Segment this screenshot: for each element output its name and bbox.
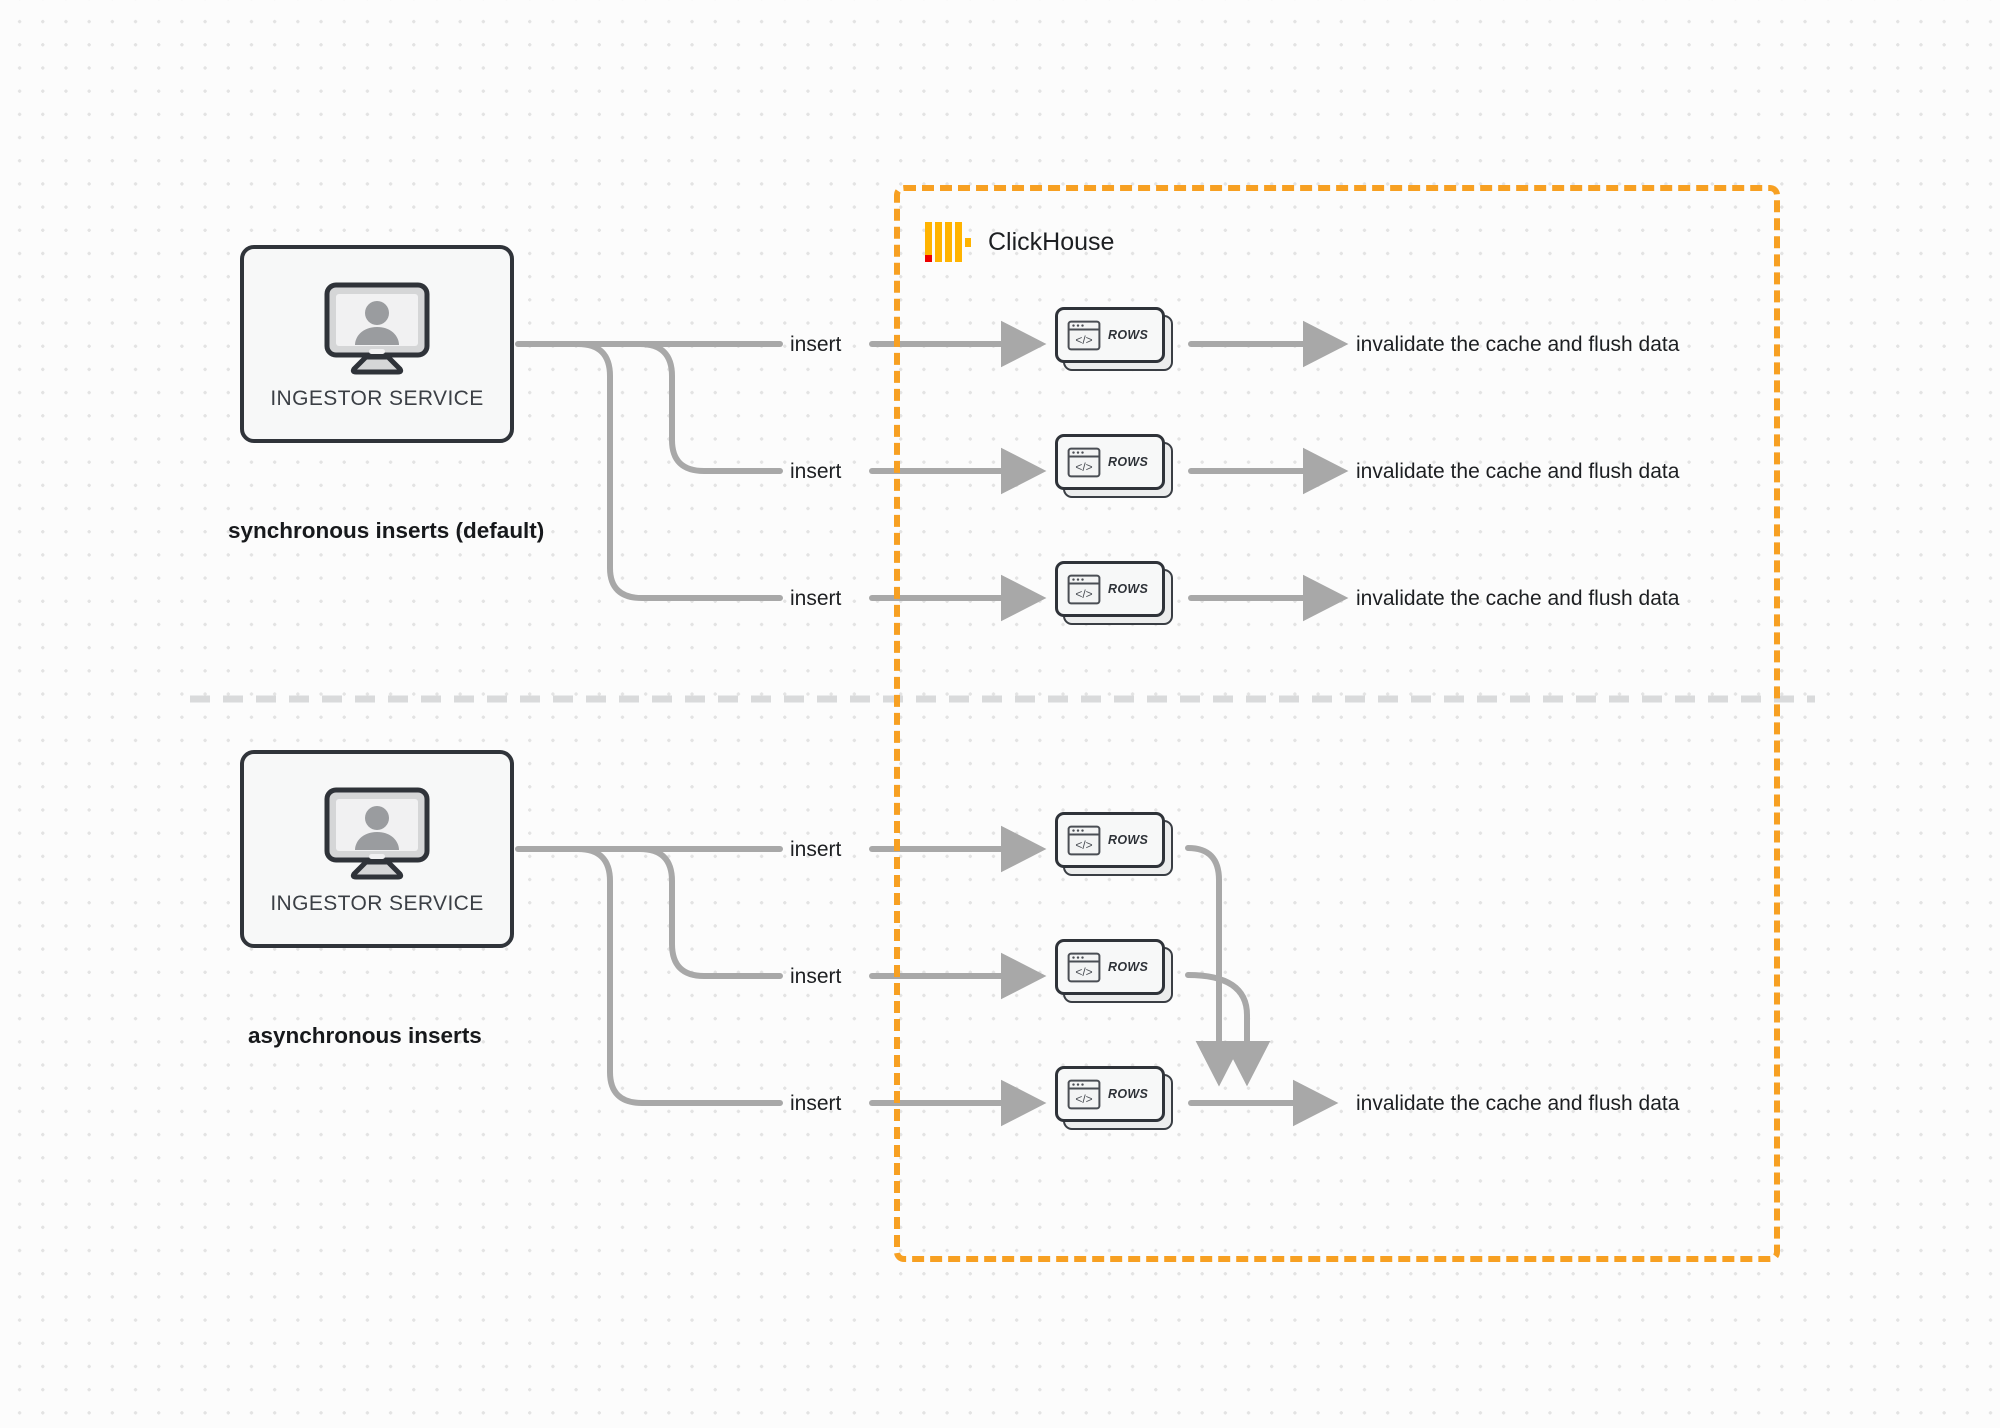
clickhouse-brand: ClickHouse bbox=[925, 222, 1114, 262]
code-window-icon: </> bbox=[1067, 952, 1101, 982]
svg-text:</>: </> bbox=[1075, 587, 1092, 601]
clickhouse-label: ClickHouse bbox=[988, 227, 1115, 256]
svg-text:</>: </> bbox=[1075, 1092, 1092, 1106]
async-merge-line-2 bbox=[1185, 972, 1271, 1087]
monitor-user-icon bbox=[324, 787, 430, 880]
rows-node-sync-1[interactable]: </> ROWS bbox=[1055, 307, 1173, 371]
rows-node-label: ROWS bbox=[1108, 1087, 1149, 1101]
async-branch-row3 bbox=[575, 846, 783, 1106]
code-window-icon: </> bbox=[1067, 825, 1101, 855]
caption-asynchronous: asynchronous inserts bbox=[248, 1023, 482, 1048]
insert-label-sync-2: insert bbox=[790, 460, 842, 483]
code-window-icon: </> bbox=[1067, 1079, 1101, 1109]
clickhouse-logo bbox=[925, 222, 971, 262]
rows-node-sync-3[interactable]: </> ROWS bbox=[1055, 561, 1173, 625]
result-label-async-merged: invalidate the cache and flush data bbox=[1356, 1092, 1680, 1115]
rows-card-face: </> ROWS bbox=[1055, 434, 1165, 490]
insert-label-sync-1: insert bbox=[790, 333, 842, 356]
rows-node-async-2[interactable]: </> ROWS bbox=[1055, 939, 1173, 1003]
ingestor-service-label-sync: INGESTOR SERVICE bbox=[270, 387, 484, 410]
insert-label-async-2: insert bbox=[790, 965, 842, 988]
insert-label-sync-3: insert bbox=[790, 587, 842, 610]
result-label-sync-1: invalidate the cache and flush data bbox=[1356, 333, 1680, 356]
async-branch-row2 bbox=[637, 846, 783, 979]
code-window-icon: </> bbox=[1067, 574, 1101, 604]
rows-node-label: ROWS bbox=[1108, 455, 1149, 469]
rows-node-label: ROWS bbox=[1108, 833, 1149, 847]
svg-text:</>: </> bbox=[1075, 965, 1092, 979]
svg-text:</>: </> bbox=[1075, 460, 1092, 474]
rows-card-face: </> ROWS bbox=[1055, 1066, 1165, 1122]
ingestor-service-async[interactable]: INGESTOR SERVICE bbox=[240, 750, 514, 948]
rows-node-async-1[interactable]: </> ROWS bbox=[1055, 812, 1173, 876]
rows-node-async-3[interactable]: </> ROWS bbox=[1055, 1066, 1173, 1130]
ingestor-service-sync[interactable]: INGESTOR SERVICE bbox=[240, 245, 514, 443]
rows-card-face: </> ROWS bbox=[1055, 307, 1165, 363]
svg-text:</>: </> bbox=[1075, 838, 1092, 852]
async-merge-line-1 bbox=[1185, 845, 1243, 1087]
result-label-sync-3: invalidate the cache and flush data bbox=[1356, 587, 1680, 610]
result-label-sync-2: invalidate the cache and flush data bbox=[1356, 460, 1680, 483]
clickhouse-boundary bbox=[894, 185, 1780, 1262]
rows-node-label: ROWS bbox=[1108, 582, 1149, 596]
svg-text:</>: </> bbox=[1075, 333, 1092, 347]
rows-card-face: </> ROWS bbox=[1055, 561, 1165, 617]
rows-node-sync-2[interactable]: </> ROWS bbox=[1055, 434, 1173, 498]
insert-label-async-1: insert bbox=[790, 838, 842, 861]
caption-synchronous: synchronous inserts (default) bbox=[228, 518, 545, 543]
rows-node-label: ROWS bbox=[1108, 960, 1149, 974]
rows-node-label: ROWS bbox=[1108, 328, 1149, 342]
ingestor-service-label-async: INGESTOR SERVICE bbox=[270, 892, 484, 915]
rows-card-face: </> ROWS bbox=[1055, 939, 1165, 995]
sync-branch-row3 bbox=[575, 341, 783, 601]
code-window-icon: </> bbox=[1067, 447, 1101, 477]
monitor-user-icon bbox=[324, 282, 430, 375]
code-window-icon: </> bbox=[1067, 320, 1101, 350]
rows-card-face: </> ROWS bbox=[1055, 812, 1165, 868]
sync-branch-row2 bbox=[637, 341, 783, 474]
insert-label-async-3: insert bbox=[790, 1092, 842, 1115]
